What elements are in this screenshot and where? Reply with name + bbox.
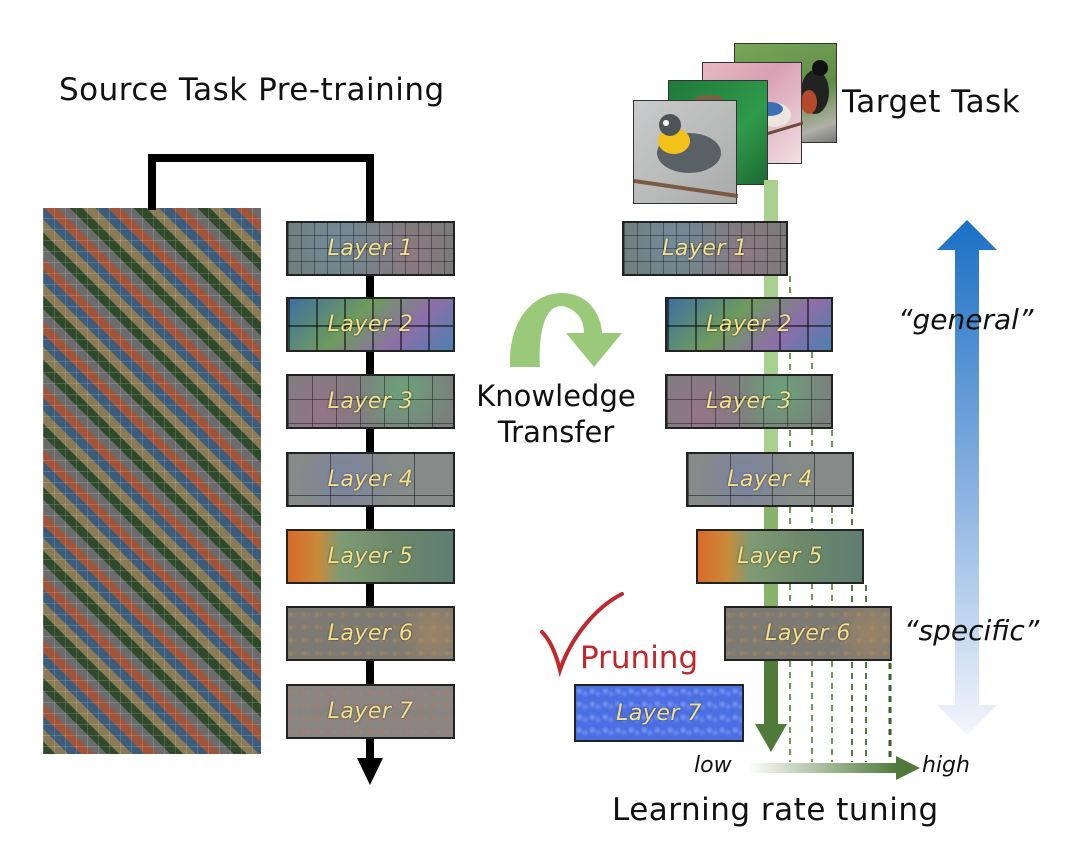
target-task-title: Target Task [842,84,1021,120]
layer-label: Layer 5 [737,544,823,569]
check-mark-stroke [540,592,624,678]
target-layer-6: Layer 6 [724,606,892,661]
source-output-arrowhead [357,758,383,785]
pruning-label: Pruning [580,640,699,676]
specific-label: “specific” [904,614,1040,647]
learning-rate-arrowhead [896,756,920,780]
low-rate-label: low [694,753,732,778]
source-layer-3: Layer 3 [286,374,455,429]
source-layer-2: Layer 2 [286,297,455,352]
target-layer-7-pruned: Layer 7 [574,684,744,742]
main-flow-arrowhead [755,724,787,752]
bird-icon [801,60,829,114]
layer-label: Layer 7 [327,699,414,724]
layer-label: Layer 4 [727,467,813,492]
layer-label: Layer 2 [706,312,792,337]
layer-label: Layer 1 [662,236,748,261]
source-layer-1: Layer 1 [286,221,455,276]
knowledge-transfer-label: Knowledge Transfer [466,378,646,450]
bird-breast [801,90,817,114]
source-layer-6: Layer 6 [286,606,455,661]
target-layer-1: Layer 1 [622,221,788,276]
learning-rate-caption: Learning rate tuning [612,792,939,828]
bird-head [659,114,681,136]
transfer-arrow-body [509,292,622,367]
check-mark-icon [540,592,624,678]
learning-rate-arrow-icon [748,756,920,780]
learning-rate-bar [748,763,898,773]
layer-label: Layer 4 [327,467,414,492]
layer-label: Layer 6 [327,621,414,646]
transfer-line: Transfer [497,415,615,449]
generality-arrow-icon [937,220,997,735]
target-layer-2: Layer 2 [665,297,833,352]
knowledge-transfer-arrow-icon [509,292,622,367]
layer-label: Layer 1 [327,236,414,261]
source-layer-7: Layer 7 [286,684,455,739]
knowledge-line: Knowledge [476,379,636,413]
layer-label: Layer 7 [616,700,702,726]
source-task-title: Source Task Pre-training [59,72,445,108]
bird-eye-ring [663,120,669,126]
source-layer-5: Layer 5 [286,529,455,584]
source-image-mosaic [43,208,261,754]
yellow-bird-icon [634,114,738,198]
high-rate-label: high [922,753,970,778]
target-layer-3: Layer 3 [665,374,833,429]
target-photo-front [633,100,738,204]
source-feed-connector [148,154,374,222]
branch [634,179,738,198]
layer-label: Layer 6 [765,621,851,646]
layer-label: Layer 3 [327,389,414,414]
layer-label: Layer 3 [706,389,792,414]
target-layer-5: Layer 5 [696,529,864,584]
layer-label: Layer 2 [327,312,414,337]
source-layer-4: Layer 4 [286,452,455,507]
bird-head [812,60,828,76]
target-layer-4: Layer 4 [686,452,854,507]
general-label: “general” [898,303,1034,336]
generality-arrow-shape [937,220,997,735]
layer-label: Layer 5 [327,544,414,569]
